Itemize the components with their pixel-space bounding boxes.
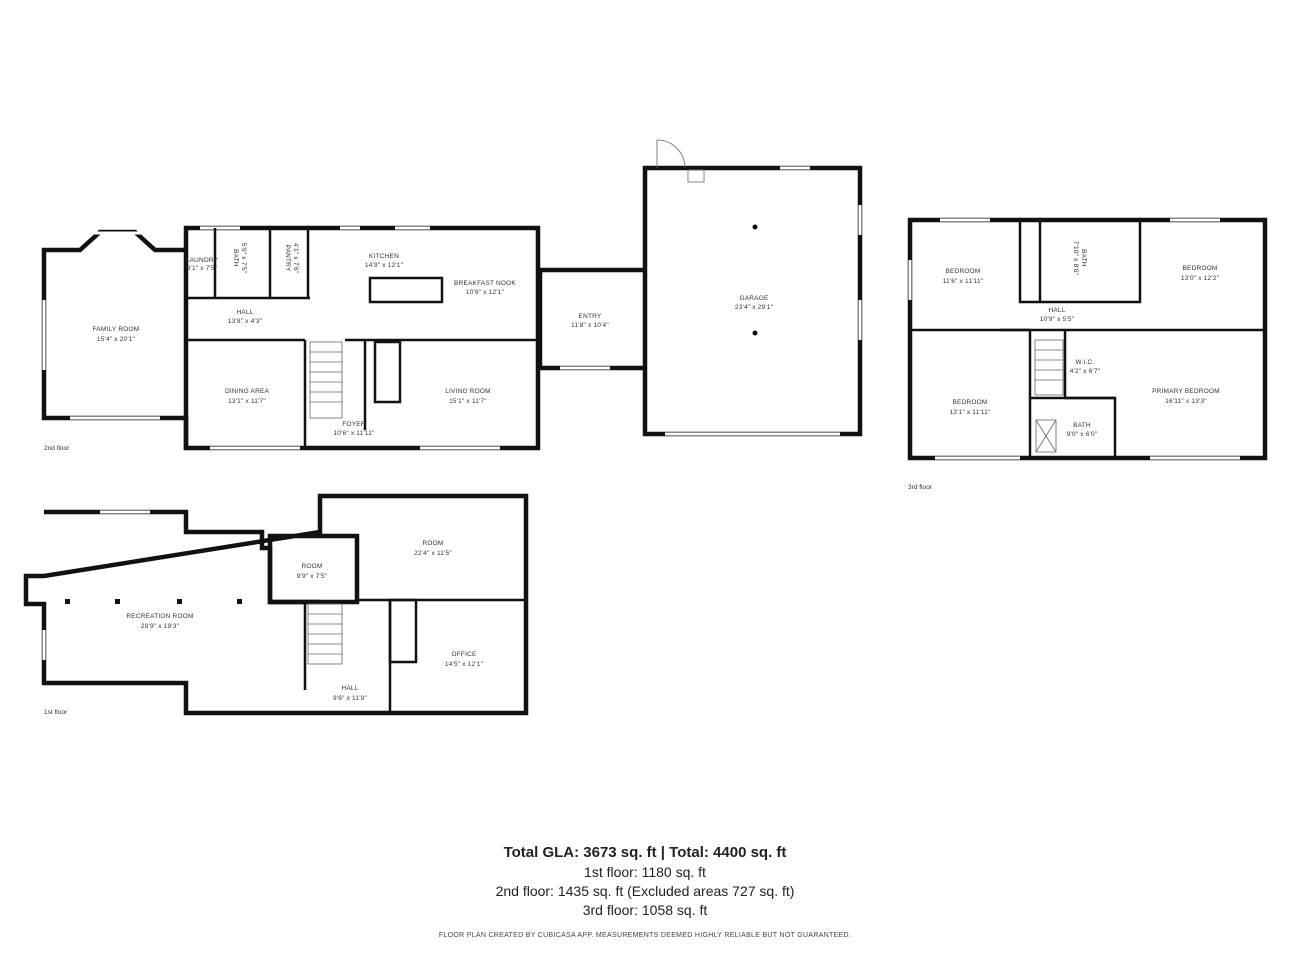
room-name: HALL [1048, 307, 1065, 314]
first-floor-labels: RECREATION ROOM 28'9" x 19'3" ROOM 9'9" … [44, 540, 484, 716]
room-name: ENTRY [579, 313, 602, 320]
second-floor-labels: FAMILY ROOM 15'4" x 20'1" LAUNDRY 6'1" x… [44, 243, 774, 452]
disclaimer: FLOOR PLAN CREATED BY CUBICASA APP. MEAS… [438, 932, 852, 939]
room-name: RECREATION ROOM [126, 613, 193, 620]
room-name: PANTRY [284, 245, 291, 272]
room-name: BEDROOM [953, 399, 988, 406]
third-floor-labels: BEDROOM 11'6" x 11'11" BATH 7'10" x 8'6"… [908, 241, 1220, 491]
room-name: BREAKFAST NOOK [454, 280, 516, 287]
third-floor-area: 3rd floor: 1058 sq. ft [582, 902, 708, 918]
room-name: GARAGE [739, 295, 768, 302]
room-dims: 13'0" x 12'2" [1181, 275, 1220, 282]
room-dims: 10'9" x 5'5" [1040, 316, 1075, 323]
room-dims: 11'6" x 11'11" [943, 278, 984, 285]
room-dims: 15'1" x 11'7" [449, 398, 487, 405]
room-name: BATH [1073, 422, 1091, 429]
room-name: BEDROOM [1183, 265, 1218, 272]
room-dims: 14'5" x 12'1" [445, 661, 484, 668]
room-dims: 11'8" x 10'4" [571, 322, 609, 329]
room-dims: 15'4" x 20'1" [97, 336, 136, 343]
room-name: KITCHEN [369, 253, 399, 260]
room-name: FOYER [342, 421, 365, 428]
room-dims: 23'4" x 29'1" [735, 304, 774, 311]
room-dims: 9'6" x 11'9" [333, 695, 367, 702]
room-name: OFFICE [451, 651, 476, 658]
room-name: HALL [236, 309, 253, 316]
room-dims: 10'6" x 12'1" [466, 289, 505, 296]
room-name: DINING AREA [225, 388, 270, 395]
floor-label: 1st floor [44, 709, 68, 716]
room-dims: 13'8" x 4'3" [228, 318, 263, 325]
second-floor-plan [41, 139, 863, 451]
first-floor-plan [23, 493, 529, 716]
room-dims: 28'9" x 19'3" [141, 623, 180, 630]
room-dims: 4'1" x 7'6" [292, 243, 299, 274]
room-name: HALL [341, 685, 358, 692]
floor-label: 3rd floor [908, 484, 933, 491]
first-floor-area: 1st floor: 1180 sq. ft [584, 864, 706, 880]
total-area: Total GLA: 3673 sq. ft | Total: 4400 sq.… [503, 844, 787, 861]
room-dims: 9'9" x 7'5" [297, 573, 328, 580]
room-dims: 13'1" x 11'11" [949, 409, 991, 416]
room-name: BATH [232, 249, 239, 267]
floor-label: 2nd floor [44, 445, 70, 452]
room-dims: 10'6" x 11'11" [333, 430, 375, 437]
second-floor-area: 2nd floor: 1435 sq. ft (Excluded areas 7… [495, 883, 795, 899]
room-dims: 7'10" x 8'6" [1072, 241, 1079, 276]
room-dims: 14'9" x 12'1" [365, 262, 404, 269]
room-name: PRIMARY BEDROOM [1152, 388, 1220, 395]
room-name: LIVING ROOM [445, 388, 491, 395]
room-dims: 13'1" x 11'7" [228, 398, 266, 405]
room-dims: 6'1" x 7'5" [187, 265, 218, 272]
room-name: ROOM [422, 540, 443, 547]
room-name: BEDROOM [946, 268, 981, 275]
room-name: W.I.C. [1076, 359, 1095, 366]
room-dims: 22'4" x 11'5" [414, 550, 452, 557]
room-dims: 16'11" x 13'3" [1165, 398, 1207, 405]
room-name: LAUNDRY [186, 257, 219, 264]
room-name: ROOM [301, 563, 322, 570]
room-dims: 4'2" x 6'7" [1070, 368, 1101, 375]
room-name: BATH [1080, 249, 1087, 267]
third-floor-plan [907, 217, 1268, 461]
room-dims: 9'0" x 6'0" [1067, 431, 1098, 438]
room-name: FAMILY ROOM [93, 326, 140, 333]
room-dims: 5'9" x 7'5" [240, 243, 247, 274]
